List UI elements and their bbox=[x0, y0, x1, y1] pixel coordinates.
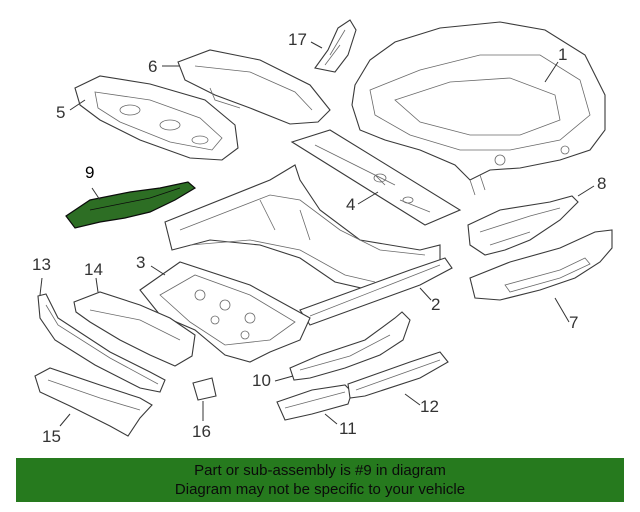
part-15-lower-trim bbox=[34, 367, 153, 437]
callout-4: 4 bbox=[346, 195, 356, 214]
callout-7: 7 bbox=[569, 313, 579, 332]
part-2-track-rail bbox=[299, 257, 453, 326]
callout-11: 11 bbox=[339, 419, 357, 438]
callout-13: 13 bbox=[32, 255, 51, 274]
part-17-bracket bbox=[314, 19, 357, 73]
callout-10: 10 bbox=[252, 371, 271, 390]
info-banner: Part or sub-assembly is #9 in diagram Di… bbox=[16, 458, 624, 502]
part-1-seatback-frame bbox=[351, 21, 606, 196]
callout-15: 15 bbox=[42, 427, 61, 446]
parts-diagram bbox=[34, 19, 613, 437]
callout-6: 6 bbox=[148, 57, 158, 76]
callout-12: 12 bbox=[420, 397, 439, 416]
part-16-clip bbox=[192, 377, 217, 401]
callout-3: 3 bbox=[136, 253, 146, 272]
part-8-side-bracket bbox=[467, 195, 579, 256]
part-3-base-pan bbox=[139, 261, 311, 363]
part-10-cover bbox=[289, 311, 411, 381]
banner-line-1: Part or sub-assembly is #9 in diagram bbox=[194, 462, 446, 479]
part-5-cushion-panel bbox=[74, 75, 239, 161]
callout-1: 1 bbox=[558, 45, 568, 64]
part-13-trim-strip bbox=[37, 293, 166, 393]
part-14-trim-panel bbox=[73, 291, 196, 367]
callout-16: 16 bbox=[192, 422, 211, 441]
part-7-side-shield bbox=[469, 229, 613, 301]
callout-9: 9 bbox=[85, 163, 95, 182]
banner-line-2: Diagram may not be specific to your vehi… bbox=[174, 481, 466, 498]
callout-5: 5 bbox=[56, 103, 66, 122]
leader-lines bbox=[39, 41, 595, 427]
part-9-highlighted-trim bbox=[65, 181, 197, 229]
part-12-rail-cover bbox=[347, 351, 449, 399]
callout-14: 14 bbox=[84, 260, 103, 279]
callout-8: 8 bbox=[597, 174, 607, 193]
part-6-upper-plate bbox=[177, 49, 331, 125]
callout-17: 17 bbox=[288, 30, 307, 49]
part-4-cable-kit bbox=[290, 129, 462, 226]
callout-2: 2 bbox=[431, 295, 441, 314]
part-11-small-cover bbox=[276, 384, 353, 421]
